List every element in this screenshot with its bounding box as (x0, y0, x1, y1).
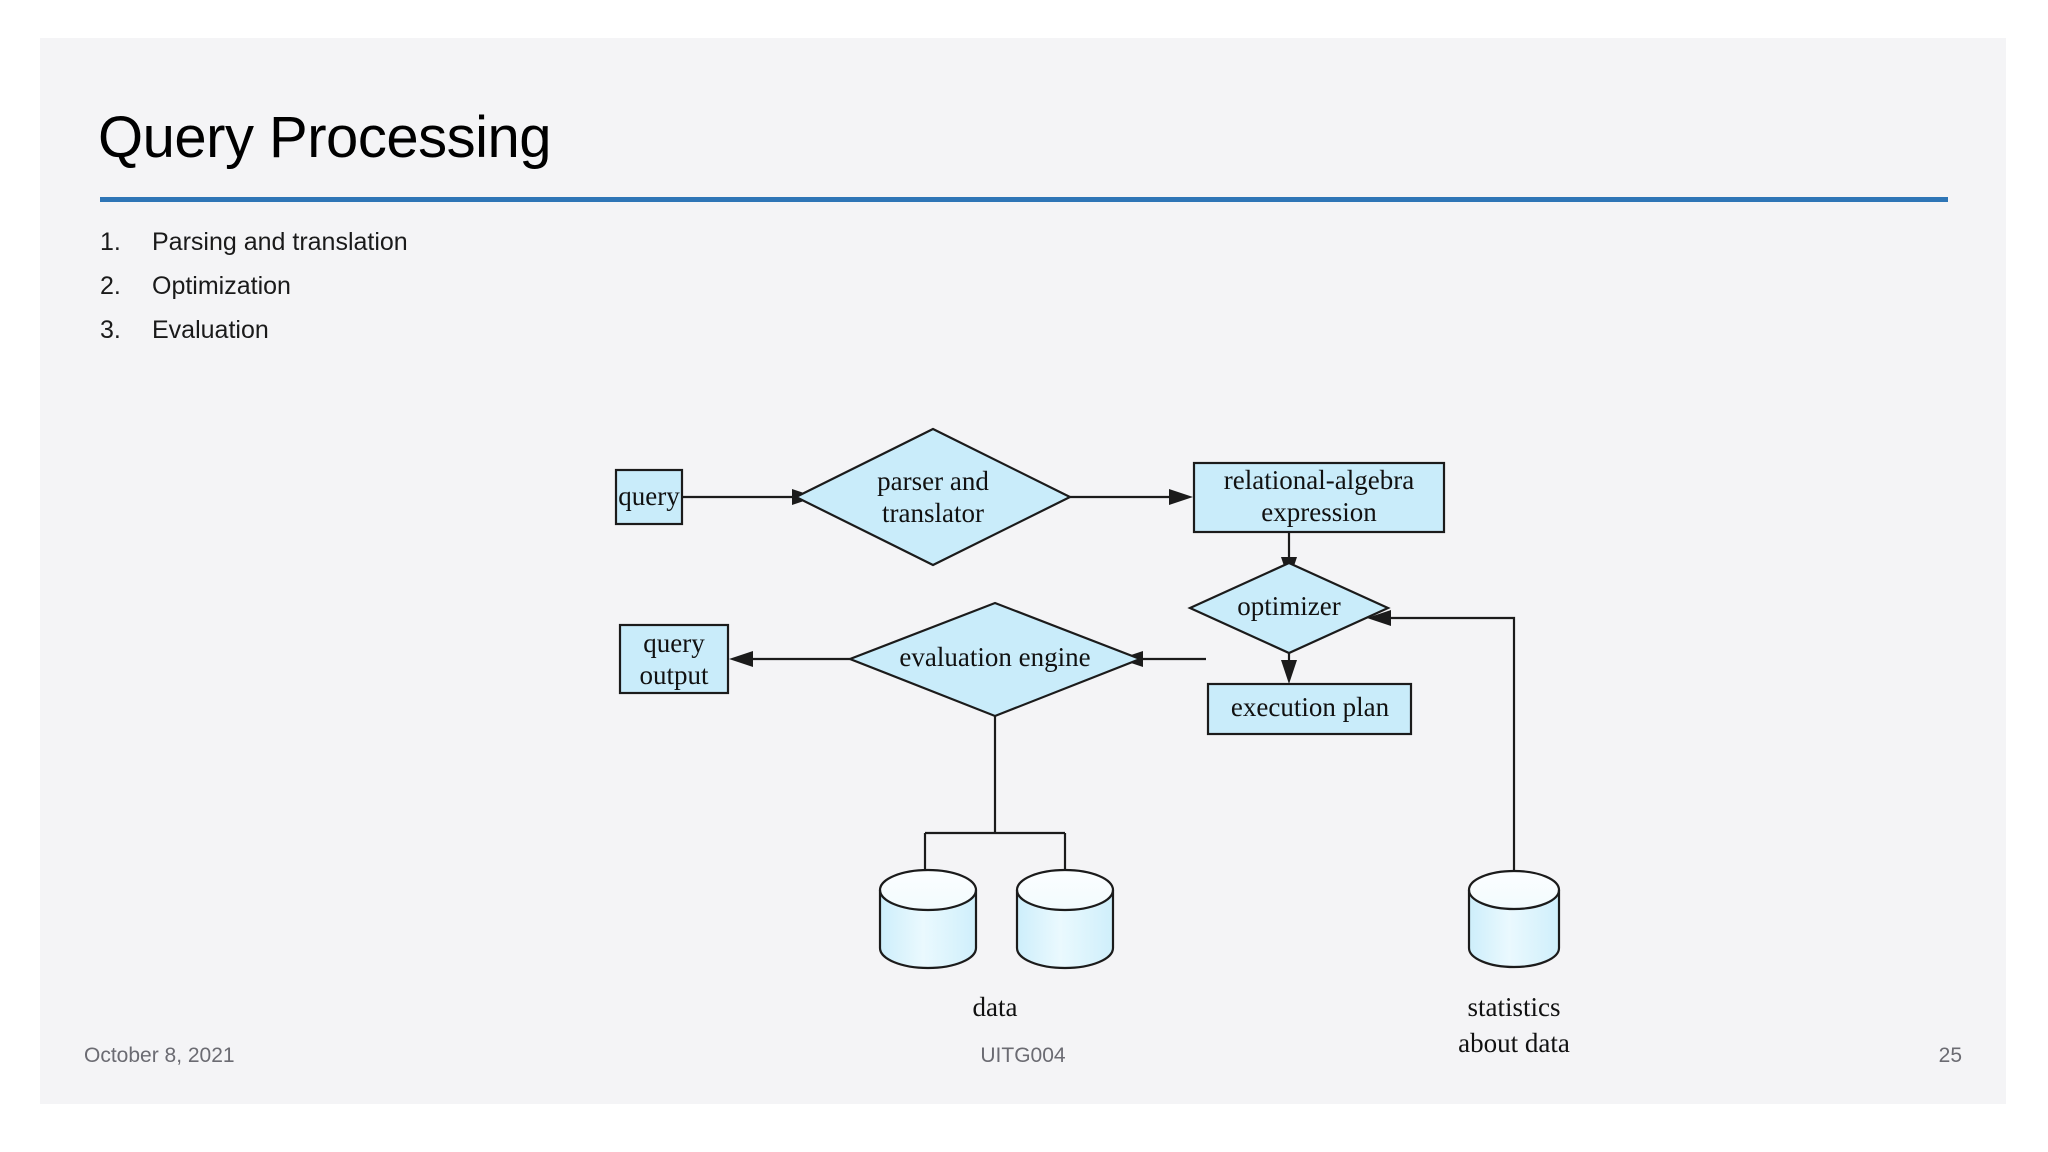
connector-optimizer-to-execution-plan (1281, 640, 1297, 684)
page-title: Query Processing (98, 105, 551, 170)
node-query-label: query (618, 481, 680, 511)
node-evaluation-engine: evaluation engine (846, 601, 1144, 718)
node-parser-and-translator: parser and translator (793, 427, 1073, 567)
node-evaluation-engine-label: evaluation engine (899, 642, 1090, 672)
connector-evaluation-engine-to-data (923, 716, 1067, 873)
node-data-cylinder-left (878, 868, 978, 970)
footer-course-code: UITG004 (980, 1044, 1066, 1067)
node-execution-plan-label: execution plan (1231, 692, 1390, 722)
list-item-label: Evaluation (152, 316, 269, 344)
node-execution-plan: execution plan (1206, 682, 1413, 736)
node-query: query (614, 468, 684, 526)
node-parser-label-line1: parser and (877, 466, 989, 496)
node-query-output-label-line2: output (639, 660, 709, 690)
connector-relational-algebra-to-optimizer (1281, 512, 1297, 581)
connector-parser-to-relational-algebra (1070, 489, 1193, 505)
connector-execution-plan-to-evaluation-engine (1119, 651, 1206, 667)
title-underline-rule (100, 197, 1948, 202)
list-item: 3. Evaluation (100, 316, 1000, 360)
list-item-number: 1. (100, 228, 121, 256)
list-item-label: Parsing and translation (152, 228, 408, 256)
list-item-label: Optimization (152, 272, 291, 300)
footer-page-number: 25 (1938, 1044, 1962, 1067)
connector-evaluation-engine-to-query-output (729, 651, 850, 667)
node-data-cylinder-right (1015, 868, 1115, 970)
footer-date: October 8, 2021 (84, 1044, 235, 1067)
node-relational-algebra-expression: relational-algebra expression (1192, 461, 1446, 534)
connector-statistics-to-optimizer (1367, 610, 1516, 873)
list-item-number: 2. (100, 272, 121, 300)
node-parser-label-line2: translator (882, 498, 984, 528)
node-relational-algebra-label-line1: relational-algebra (1224, 465, 1414, 495)
node-optimizer: optimizer (1187, 561, 1391, 655)
slide-canvas: Query Processing 1. Parsing and translat… (40, 38, 2006, 1104)
node-query-output: query output (618, 623, 730, 695)
bullet-list: 1. Parsing and translation 2. Optimizati… (100, 228, 1000, 360)
node-query-output-label-line1: query (643, 628, 705, 658)
node-statistics-cylinder (1467, 869, 1561, 969)
list-item: 2. Optimization (100, 272, 1000, 316)
node-relational-algebra-label-line2: expression (1261, 497, 1377, 527)
statistics-caption-line1: statistics (1468, 992, 1561, 1022)
list-item: 1. Parsing and translation (100, 228, 1000, 272)
connector-query-to-parser (682, 489, 816, 505)
node-optimizer-label: optimizer (1237, 591, 1340, 621)
list-item-number: 3. (100, 316, 121, 344)
data-caption-label: data (973, 992, 1018, 1022)
